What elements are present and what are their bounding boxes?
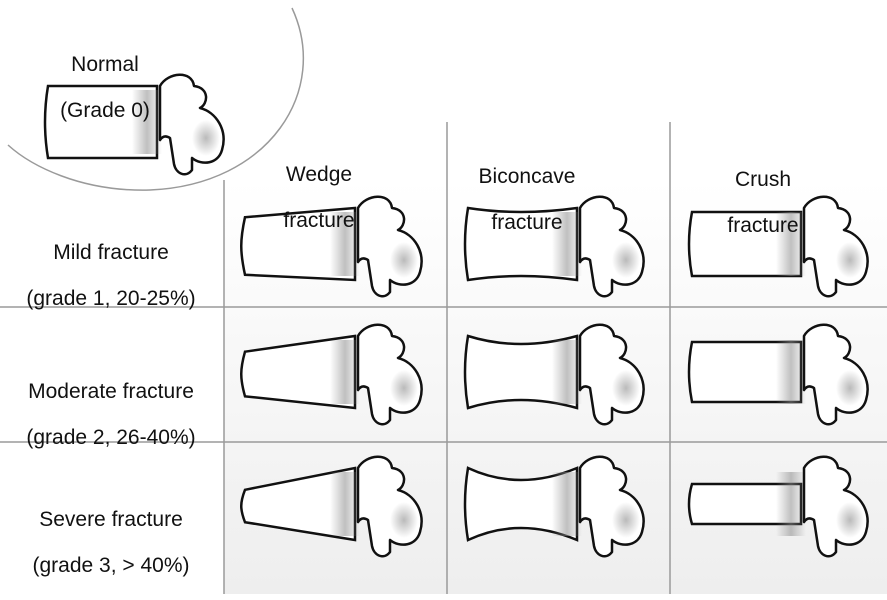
row-label-moderate: Moderate fracture (grade 2, 26-40%) <box>0 357 222 472</box>
row-label-line: Severe fracture <box>0 508 222 531</box>
body-shading <box>330 340 360 404</box>
normal-title: Normal <box>40 53 170 76</box>
body-shading <box>776 340 806 404</box>
row-label-line: (grade 3, > 40%) <box>0 554 222 577</box>
facet-shading <box>390 502 418 538</box>
normal-subtitle: (Grade 0) <box>40 99 170 122</box>
column-header-wedge: Wedge fracture <box>254 140 384 255</box>
row-label-line: (grade 2, 26-40%) <box>0 426 222 449</box>
row-label-line: (grade 1, 20-25%) <box>0 287 222 310</box>
column-header-line: Crush <box>698 168 828 191</box>
column-header-biconcave: Biconcave fracture <box>462 142 592 257</box>
row-label-line: Mild fracture <box>0 241 222 264</box>
body-shading <box>776 472 806 536</box>
normal-label: Normal (Grade 0) <box>40 30 170 145</box>
column-header-line: Wedge <box>254 163 384 186</box>
body-shading <box>330 472 360 536</box>
column-header-line: fracture <box>254 209 384 232</box>
body-shading <box>552 340 582 404</box>
column-header-line: fracture <box>462 211 592 234</box>
facet-shading <box>612 242 640 278</box>
row-label-mild: Mild fracture (grade 1, 20-25%) <box>0 218 222 333</box>
facet-shading <box>836 370 864 406</box>
facet-shading <box>836 242 864 278</box>
facet-shading <box>390 242 418 278</box>
row-label-severe: Severe fracture (grade 3, > 40%) <box>0 485 222 600</box>
row-label-line: Moderate fracture <box>0 380 222 403</box>
column-header-crush: Crush fracture <box>698 145 828 260</box>
facet-shading <box>836 502 864 538</box>
column-header-line: Biconcave <box>462 165 592 188</box>
facet-shading <box>612 370 640 406</box>
facet-shading <box>612 502 640 538</box>
column-header-line: fracture <box>698 214 828 237</box>
facet-shading <box>192 120 220 156</box>
body-shading <box>552 472 582 536</box>
facet-shading <box>390 370 418 406</box>
